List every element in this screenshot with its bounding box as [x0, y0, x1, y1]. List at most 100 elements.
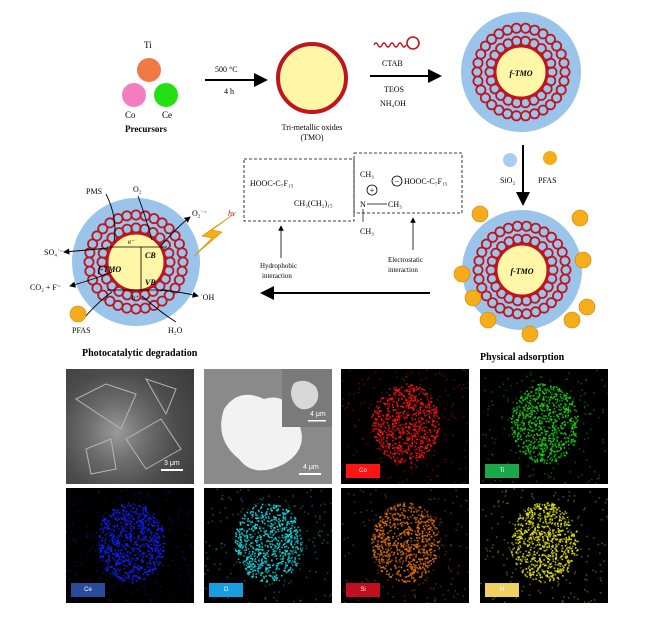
o-map-label: O: [209, 583, 243, 597]
ctab-micelle: [156, 217, 168, 229]
ctab-micelle: [480, 238, 492, 250]
electrostatic-box: [353, 152, 463, 214]
ctab-micelle: [494, 302, 506, 314]
ctab-micelle: [551, 40, 563, 52]
ctab-micelle: [555, 84, 567, 96]
pfas-legend-label: PFAS: [538, 176, 557, 185]
hydrophobic-box: [243, 158, 355, 222]
h2o-arrow: [141, 295, 177, 323]
precursors-label: Precursors: [125, 124, 167, 134]
ftmo-label-adsorbed: f-TMO: [510, 267, 533, 276]
ctab-micelle: [487, 231, 499, 243]
temperature-label: 500 °C: [215, 65, 238, 74]
ctab-micelle: [87, 238, 99, 250]
n-map-label: N: [485, 583, 519, 597]
sio2-label: SiO₂: [500, 176, 515, 185]
ctab-micelle: [476, 246, 488, 258]
ctab-micelle: [493, 104, 505, 116]
synthesis-scheme: Ti Co Ce Precursors 500 °C 4 h Tri-metal…: [30, 12, 596, 363]
si-map-label: Si: [346, 583, 380, 597]
ftmo-label-top: f-TMO: [509, 69, 532, 78]
o2-label: O₂: [133, 185, 142, 194]
minus-charge-icon: [391, 175, 403, 187]
ctab-micelle: [154, 232, 166, 244]
physical-adsorption-caption: Physical adsorption: [480, 352, 565, 363]
ce-map-label: Ce: [71, 583, 105, 597]
hydrophobic-formula-pfas: HOOC-C₇F₁₅: [250, 179, 294, 188]
ctab-micelle: [479, 92, 491, 104]
co-precursor-sphere: [122, 83, 146, 107]
ctab-micelle: [480, 290, 492, 302]
edx-image-panel: 4 μm 4 μm: [204, 369, 332, 484]
ctab-micelle: [558, 57, 570, 69]
o2-radical-arrow: [159, 216, 191, 248]
ctab-micelle: [97, 223, 109, 235]
oh-radical-label: ˙OH: [200, 293, 214, 302]
sio2-particle-icon: [503, 153, 517, 167]
ti-label: Ti: [144, 40, 152, 50]
ctab-micelle: [479, 40, 491, 52]
pfas-label-photo: PFAS: [72, 326, 91, 335]
so4-arrow: [63, 247, 109, 255]
ctab-micelle: [545, 231, 557, 243]
hole-label: h⁺: [132, 294, 140, 302]
plus-sign: +: [370, 186, 375, 195]
co-map-label: Co: [346, 464, 380, 478]
ftmo-particle-photocatalysis: [72, 198, 200, 326]
tmo-label-line1: Tri-metallic oxides: [282, 123, 343, 132]
pfas-particle-photo: [69, 305, 87, 323]
ctab-micelle: [148, 213, 160, 225]
n-atom-label: N: [360, 200, 366, 209]
hydrophobic-label-line1: Hydrophobic: [260, 262, 297, 270]
ftmo-particle-top: f-TMO: [461, 12, 581, 132]
ctab-micelle: [495, 89, 507, 101]
electron-label: e⁻: [128, 238, 135, 246]
ctab-micelle: [169, 282, 181, 294]
ctab-micelle: [154, 280, 166, 292]
ctab-micelle: [537, 28, 549, 40]
ce-map-panel: Ce: [66, 488, 194, 603]
ftmo-particle-adsorbed: f-TMO: [453, 205, 596, 343]
ctab-micelle: [538, 226, 550, 238]
ctab-surfactant-icon: [373, 42, 407, 48]
o2-arrow: [137, 195, 153, 241]
ctab-micelle: [169, 230, 181, 242]
nh4oh-label: NH₄OH: [380, 99, 406, 108]
pms-label: PMS: [86, 187, 102, 196]
photocatalytic-degradation-caption: Photocatalytic degradation: [82, 348, 198, 359]
ctab-micelle: [552, 238, 564, 250]
teos-label: TEOS: [384, 85, 404, 94]
n-map-panel: N: [480, 488, 608, 603]
pfas-arrow: [83, 291, 113, 319]
inset-scale-label: 4 μm: [310, 411, 326, 418]
ctab-micelle: [556, 282, 568, 294]
hydrophobic-label-line2: interaction: [262, 272, 292, 280]
si-map-panel: Si: [341, 488, 469, 603]
pfas-particles-adsorbed: [453, 205, 596, 343]
ctab-micelle: [104, 295, 116, 307]
ctab-micelle: [552, 290, 564, 302]
time-label: 4 h: [224, 87, 234, 96]
ce-label: Ce: [162, 110, 172, 120]
ctab-micelle: [106, 280, 118, 292]
ctab-micelle: [535, 89, 547, 101]
plus-charge-icon: [366, 184, 378, 196]
ch3-bottom: CH₃: [360, 227, 374, 236]
ch3-top: CH₃: [360, 170, 374, 179]
o-map-panel: O: [204, 488, 332, 603]
ti-precursor-sphere: [137, 58, 161, 82]
ctab-micelle: [544, 33, 556, 45]
vb-label: VB: [145, 278, 156, 287]
sem-image-panel: 3 μm: [66, 369, 194, 484]
ctab-micelle: [536, 287, 548, 299]
tmo-core-sphere: [276, 42, 348, 114]
ti-map-label: Ti: [485, 464, 519, 478]
ctab-micelle: [106, 232, 118, 244]
co2-fluoride-label: CO₂ + F⁻: [30, 283, 61, 292]
light-bolt-icon: [193, 213, 235, 257]
o2-radical-label: O₂˙⁻: [192, 209, 207, 218]
ctab-micelle: [545, 297, 557, 309]
ctab-micelle: [544, 99, 556, 111]
ti-map-panel: Ti: [480, 369, 608, 484]
ctab-micelle: [559, 255, 571, 267]
